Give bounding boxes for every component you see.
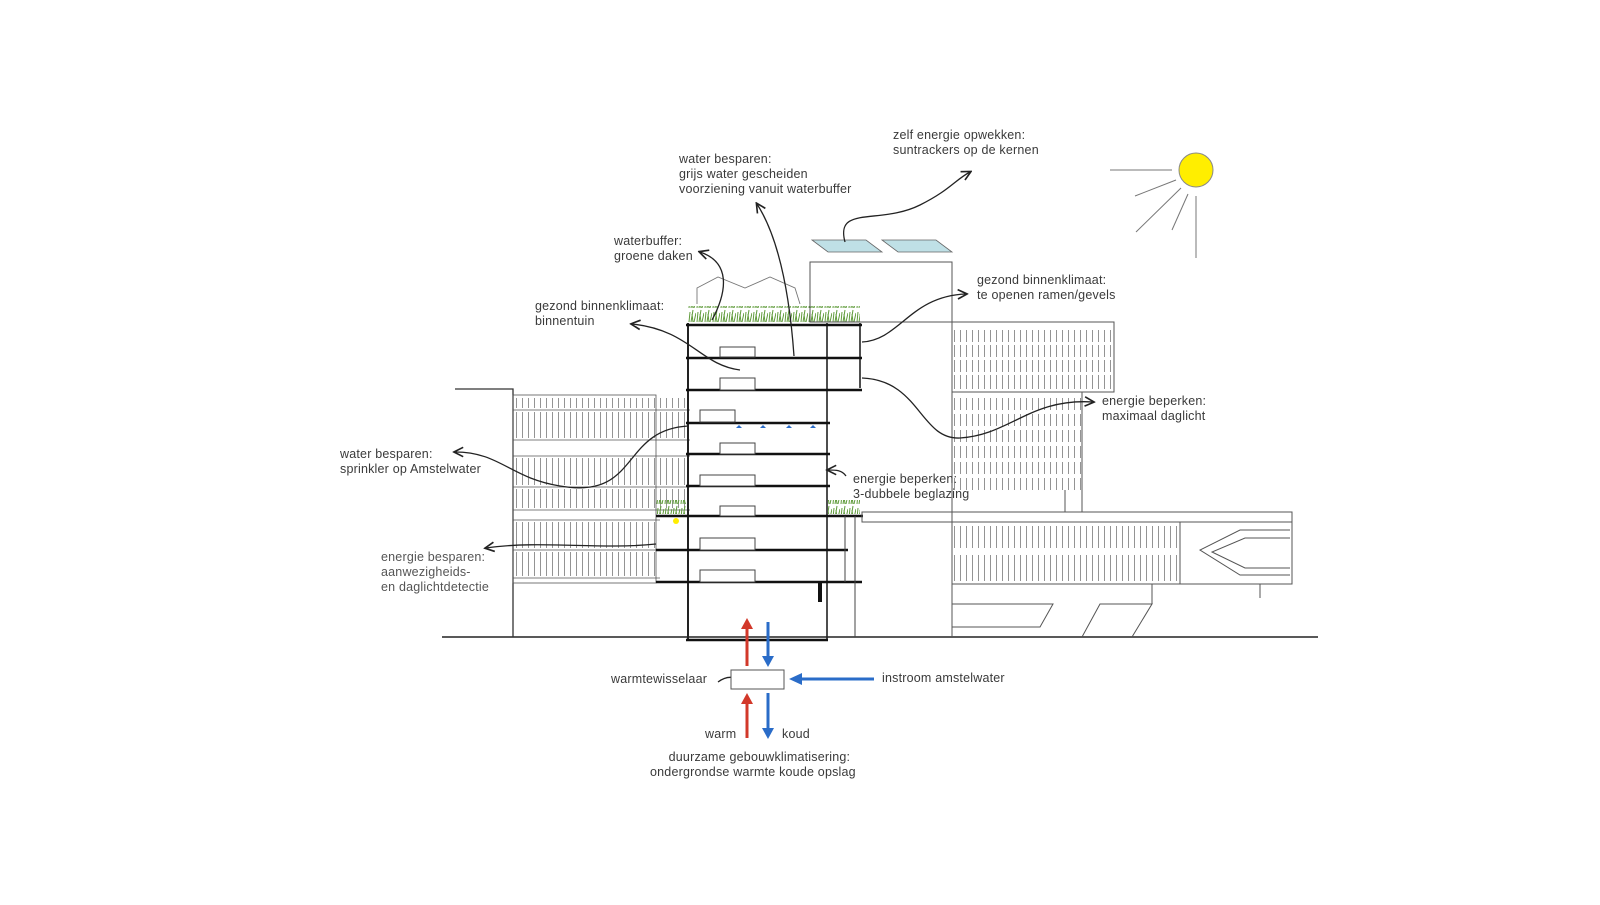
- label-healthy-garden: gezond binnenklimaat:binnentuin: [535, 299, 665, 328]
- cold-arrow: [762, 622, 874, 739]
- label-energy-glazing: energie beperken:3-dubbele beglazing: [853, 472, 970, 501]
- label-waterbuffer: waterbuffer:groene daken: [614, 234, 693, 263]
- label-heat-exchanger: warmtewisselaar: [611, 672, 708, 686]
- label-energy-daylight: energie beperken:maximaal daglicht: [1102, 394, 1207, 423]
- heat-exchanger: [730, 669, 785, 690]
- central-tower: [656, 276, 863, 642]
- solar-panel: [880, 239, 954, 253]
- annotation-arrows: [455, 172, 1093, 683]
- label-water-sprinkler: water besparen:sprinkler op Amstelwater: [340, 447, 481, 476]
- solar-panel: [810, 239, 884, 253]
- label-energy-detection: energie besparen:aanwezigheids-en daglic…: [381, 550, 490, 594]
- warm-arrow: [741, 618, 753, 738]
- right-wing: [809, 239, 1293, 638]
- left-wing: [455, 388, 690, 637]
- label-sustainable-climate: duurzame gebouwklimatisering:ondergronds…: [650, 750, 856, 779]
- label-inflow: instroom amstelwater: [882, 671, 1005, 685]
- label-self-energy: zelf energie opwekken:suntrackers op de …: [893, 128, 1039, 157]
- sun-icon: [1110, 152, 1214, 258]
- label-warm: warm: [705, 727, 737, 741]
- label-healthy-windows: gezond binnenklimaat:te openen ramen/gev…: [977, 273, 1116, 302]
- label-cold: koud: [782, 727, 810, 741]
